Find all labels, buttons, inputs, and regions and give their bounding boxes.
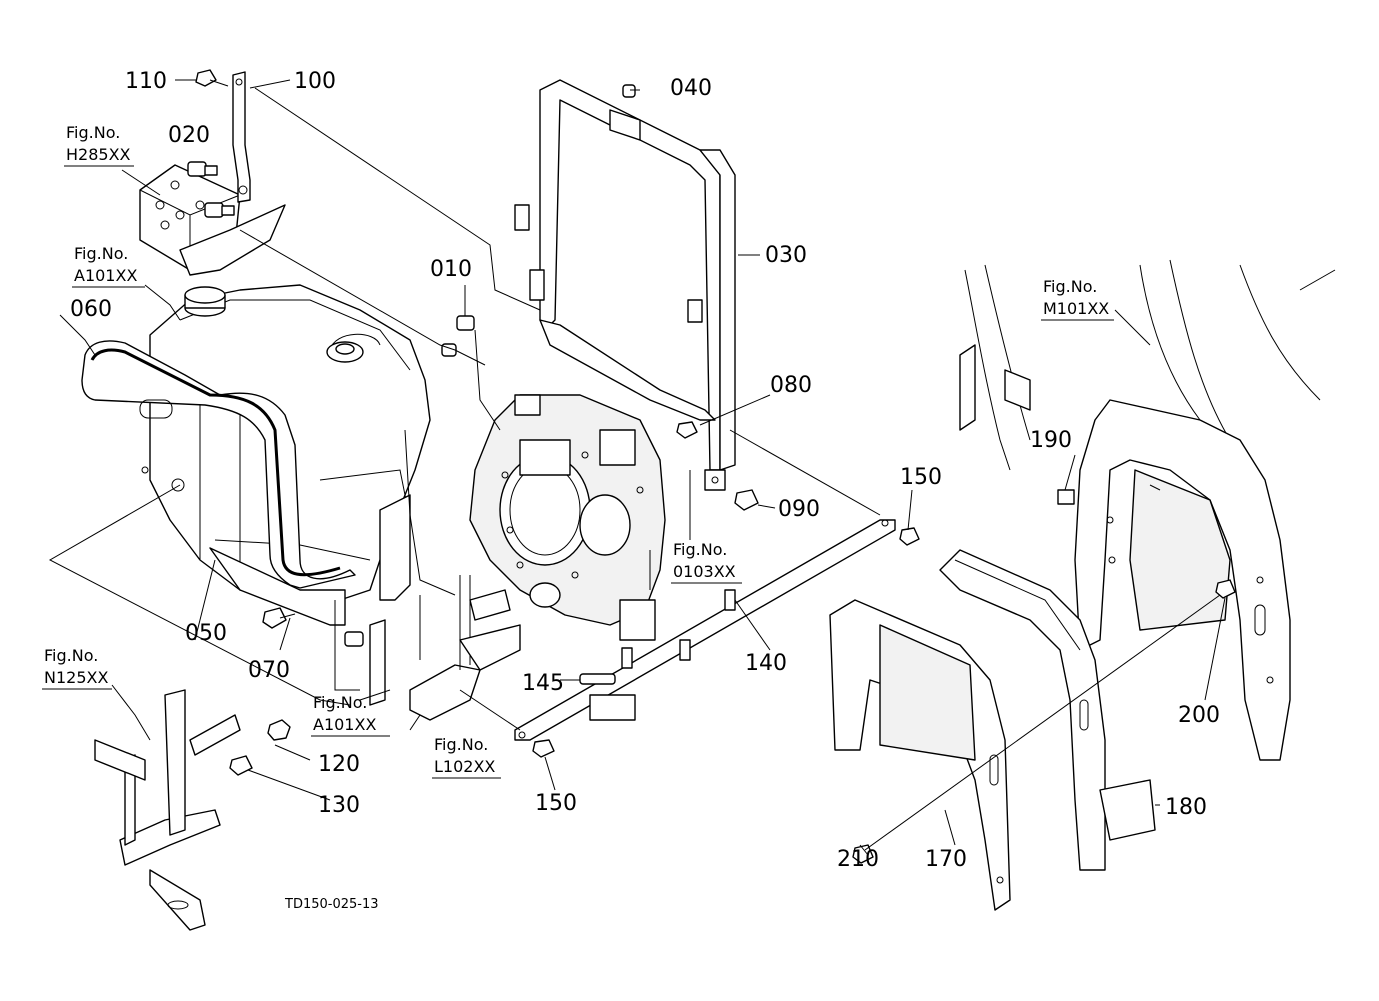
cover-180 [939,549,1156,871]
frame-030 [514,79,736,491]
label-130: 130 [318,793,360,818]
alignment-lines [48,87,1221,851]
fig-h285-line1: Fig.No. [66,123,120,142]
bracket-l102 [409,575,521,721]
bolt-110 [195,69,229,87]
fig-n125-line1: Fig.No. [44,646,98,665]
leader-lines [59,79,1226,856]
cabin-panel [1074,399,1291,761]
label-150-b: 150 [535,791,577,816]
fig-a101-mid-line2: A101XX [313,715,376,734]
label-180: 180 [1165,795,1207,820]
flywheel-housing [469,394,666,641]
label-120: 120 [318,752,360,777]
bolt-130 [229,755,253,776]
fig-o103-line1: Fig.No. [673,540,727,559]
label-100: 100 [294,69,336,94]
label-200: 200 [1178,703,1220,728]
fig-l102-line1: Fig.No. [434,735,488,754]
bolt-150-b [532,739,555,758]
tank-cap [184,286,226,317]
label-050: 050 [185,621,227,646]
bolt-200 [1215,579,1236,599]
fig-l102-line2: L102XX [434,757,495,776]
bolt-090 [734,489,759,511]
cap-040 [622,84,636,98]
label-090: 090 [778,497,820,522]
label-080: 080 [770,373,812,398]
bracket-a101 [344,619,386,706]
bolt-080 [676,421,698,439]
label-040: 040 [670,76,712,101]
bolt-070 [262,607,296,629]
label-150-a: 150 [900,465,942,490]
label-070: 070 [248,658,290,683]
fig-a101-top-line1: Fig.No. [74,244,128,263]
fig-m101-line2: M101XX [1043,299,1109,318]
cushion-190 [1057,489,1075,505]
label-030: 030 [765,243,807,268]
label-190: 190 [1030,428,1072,453]
fig-n125-line2: N125XX [44,668,108,687]
nut-120 [267,719,291,741]
collar-010 [441,315,475,357]
label-110: 110 [125,69,167,94]
bolt-210 [852,844,874,864]
fig-o103-line2: 0103XX [673,562,736,581]
valve-block [139,164,286,276]
bracket-n125 [94,689,241,931]
tank-band-050 [209,494,411,626]
cushion-145 [579,673,616,685]
label-010: 010 [430,257,472,282]
label-145: 145 [522,671,564,696]
fig-a101-mid-line1: Fig.No. [313,693,367,712]
label-140: 140 [745,651,787,676]
figure-refs: Fig.No. H285XX Fig.No. A101XX Fig.No. M1… [42,123,1114,779]
fig-h285-line2: H285XX [66,145,131,164]
cover-170 [829,599,1011,911]
label-060: 060 [70,297,112,322]
part-numbers: 110 100 020 040 030 010 060 080 090 150 … [70,69,1220,872]
cabin-frame-m101 [959,259,1336,471]
label-210: 210 [837,847,879,872]
bolt-150-a [899,527,920,546]
stay-140 [514,519,896,741]
label-020: 020 [168,123,210,148]
tank-cover-060 [81,340,356,589]
drawing-code: TD150-025-13 [284,897,379,912]
fig-m101-line1: Fig.No. [1043,277,1097,296]
fitting-020 [187,161,235,218]
fig-a101-top-line2: A101XX [74,266,137,285]
label-170: 170 [925,847,967,872]
stay-100 [232,71,251,203]
